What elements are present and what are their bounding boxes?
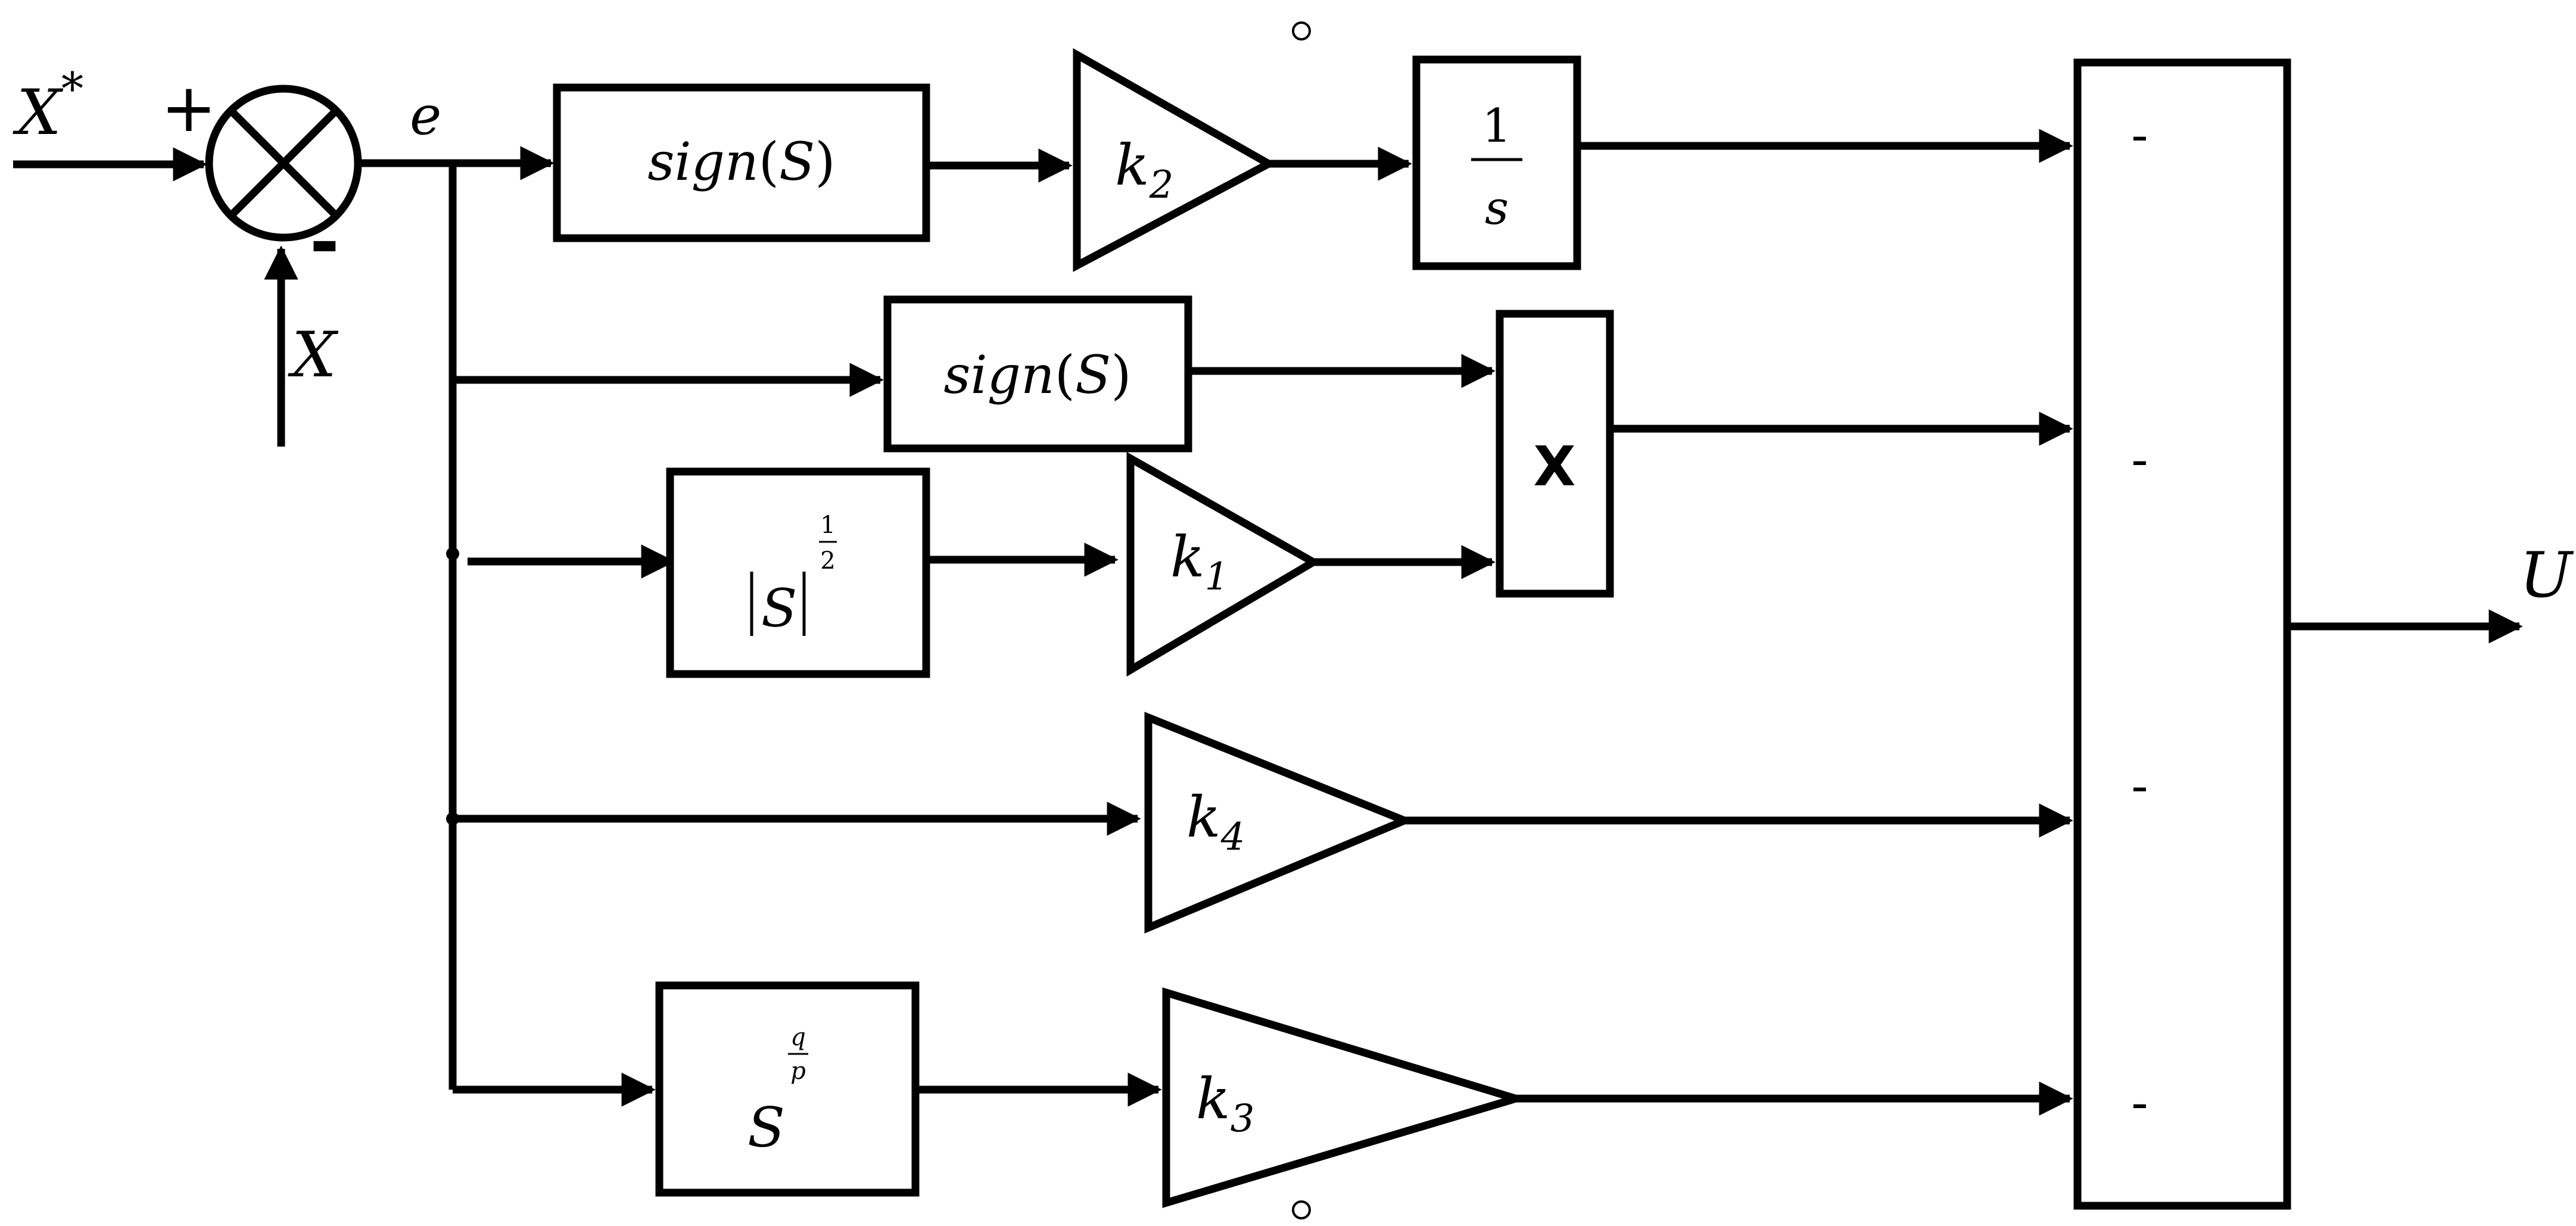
- proportional-branch: k4: [453, 712, 2073, 934]
- gain-k2-triangle: [1073, 48, 1277, 272]
- sign-block-top-label: sign(S): [647, 131, 835, 192]
- integrator-block: [1412, 55, 1581, 270]
- summing-sign-4: -: [2131, 1075, 2148, 1131]
- abs-root-exponent-num: 1: [820, 511, 835, 539]
- integrator-denominator: s: [1485, 182, 1509, 235]
- summing-sign-2: -: [2131, 432, 2148, 488]
- gain-k3-triangle: [1162, 987, 1530, 1208]
- power-block-base: S: [747, 1096, 785, 1159]
- gain-k4-label: k4: [1186, 785, 1245, 859]
- integral-branch: sign(S) k2 1 s: [453, 48, 2073, 272]
- gain-k3-label: k3: [1196, 1066, 1254, 1141]
- summing-junction-cross: [228, 108, 339, 219]
- multiplier-label: X: [1534, 435, 1576, 498]
- summing-junction: [205, 85, 362, 242]
- gain-k2-label: k2: [1115, 133, 1173, 207]
- power-branch: S q p k3: [453, 981, 2073, 1208]
- summing-sign-3: -: [2131, 759, 2148, 814]
- abs-root-base: S: [761, 578, 797, 639]
- marker-circle: [1292, 21, 1311, 40]
- plus-sign: +: [161, 70, 217, 147]
- error-signal-label: e: [410, 85, 441, 147]
- abs-root-exponent-den: 2: [820, 547, 835, 575]
- marker-circle: [1292, 1200, 1311, 1219]
- gain-k1-triangle: [1126, 451, 1321, 677]
- gain-k1-label: k1: [1170, 525, 1229, 599]
- power-block: [655, 981, 920, 1197]
- output-label: U: [2519, 539, 2574, 612]
- reference-label: X*: [13, 63, 83, 149]
- junction-dot: [446, 547, 459, 560]
- power-block-exponent-num: q: [790, 1024, 806, 1051]
- sign-block-top: [553, 83, 930, 242]
- feedback-input: X: [264, 245, 339, 447]
- root-branch: sign(S) S 1 2 k1 X: [453, 295, 2073, 678]
- summing-sign-1: -: [2131, 108, 2148, 163]
- sign-block-middle-label: sign(S): [943, 344, 1131, 405]
- summing-block: [2073, 58, 2291, 1210]
- feedback-label: X: [288, 319, 339, 391]
- integrator-numerator: 1: [1482, 99, 1512, 153]
- power-block-exponent-den: p: [790, 1057, 806, 1085]
- abs-root-block: [666, 467, 930, 678]
- gain-k4-triangle: [1144, 712, 1415, 934]
- multiplier-block: [1496, 310, 1614, 598]
- reference-input: X*: [13, 63, 207, 182]
